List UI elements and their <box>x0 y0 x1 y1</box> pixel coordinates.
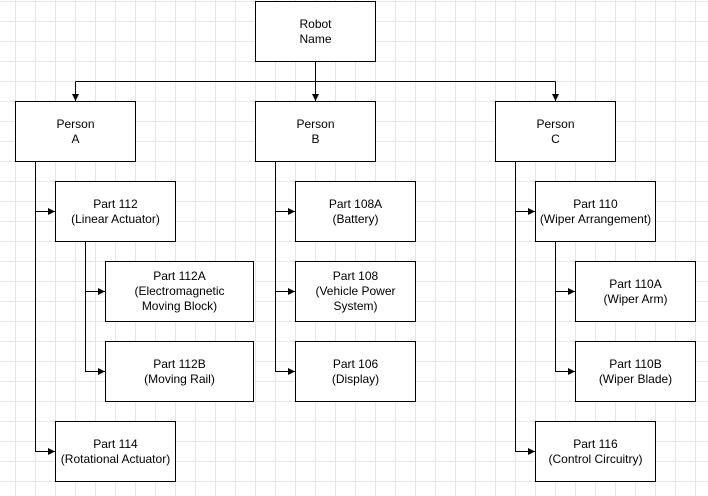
edge-part-110-part-110b <box>555 291 575 375</box>
edge-part-110-part-110a <box>555 241 575 295</box>
node-part-112a: Part 112A (Electromagnetic Moving Block) <box>105 261 254 322</box>
node-part-116: Part 116 (Control Circuitry) <box>535 421 656 482</box>
node-part-114: Part 114 (Rotational Actuator) <box>55 421 176 482</box>
node-part-108a: Part 108A (Battery) <box>295 181 416 242</box>
edge-person-a-part-114 <box>35 211 55 455</box>
edge-person-a-part-112 <box>35 161 55 215</box>
edge-part-112-part-112b <box>85 291 105 375</box>
node-person-b: Person B <box>255 101 376 162</box>
node-part-110a: Part 110A (Wiper Arm) <box>575 261 696 322</box>
edge-person-b-part-106 <box>275 291 295 375</box>
edge-person-c-part-110 <box>515 161 535 215</box>
node-part-110: Part 110 (Wiper Arrangement) <box>535 181 656 242</box>
edge-person-c-part-116 <box>515 211 535 455</box>
node-person-c: Person C <box>495 101 616 162</box>
node-robot-name: Robot Name <box>255 1 376 62</box>
edge-person-b-part-108 <box>275 211 295 295</box>
node-part-112: Part 112 (Linear Actuator) <box>55 181 176 242</box>
edge-person-b-part-108a <box>275 161 295 215</box>
node-person-a: Person A <box>15 101 136 162</box>
node-part-106: Part 106 (Display) <box>295 341 416 402</box>
edge-part-112-part-112a <box>85 241 105 295</box>
node-part-110b: Part 110B (Wiper Blade) <box>575 341 696 402</box>
node-part-112b: Part 112B (Moving Rail) <box>105 341 254 402</box>
node-part-108: Part 108 (Vehicle Power System) <box>295 261 416 322</box>
